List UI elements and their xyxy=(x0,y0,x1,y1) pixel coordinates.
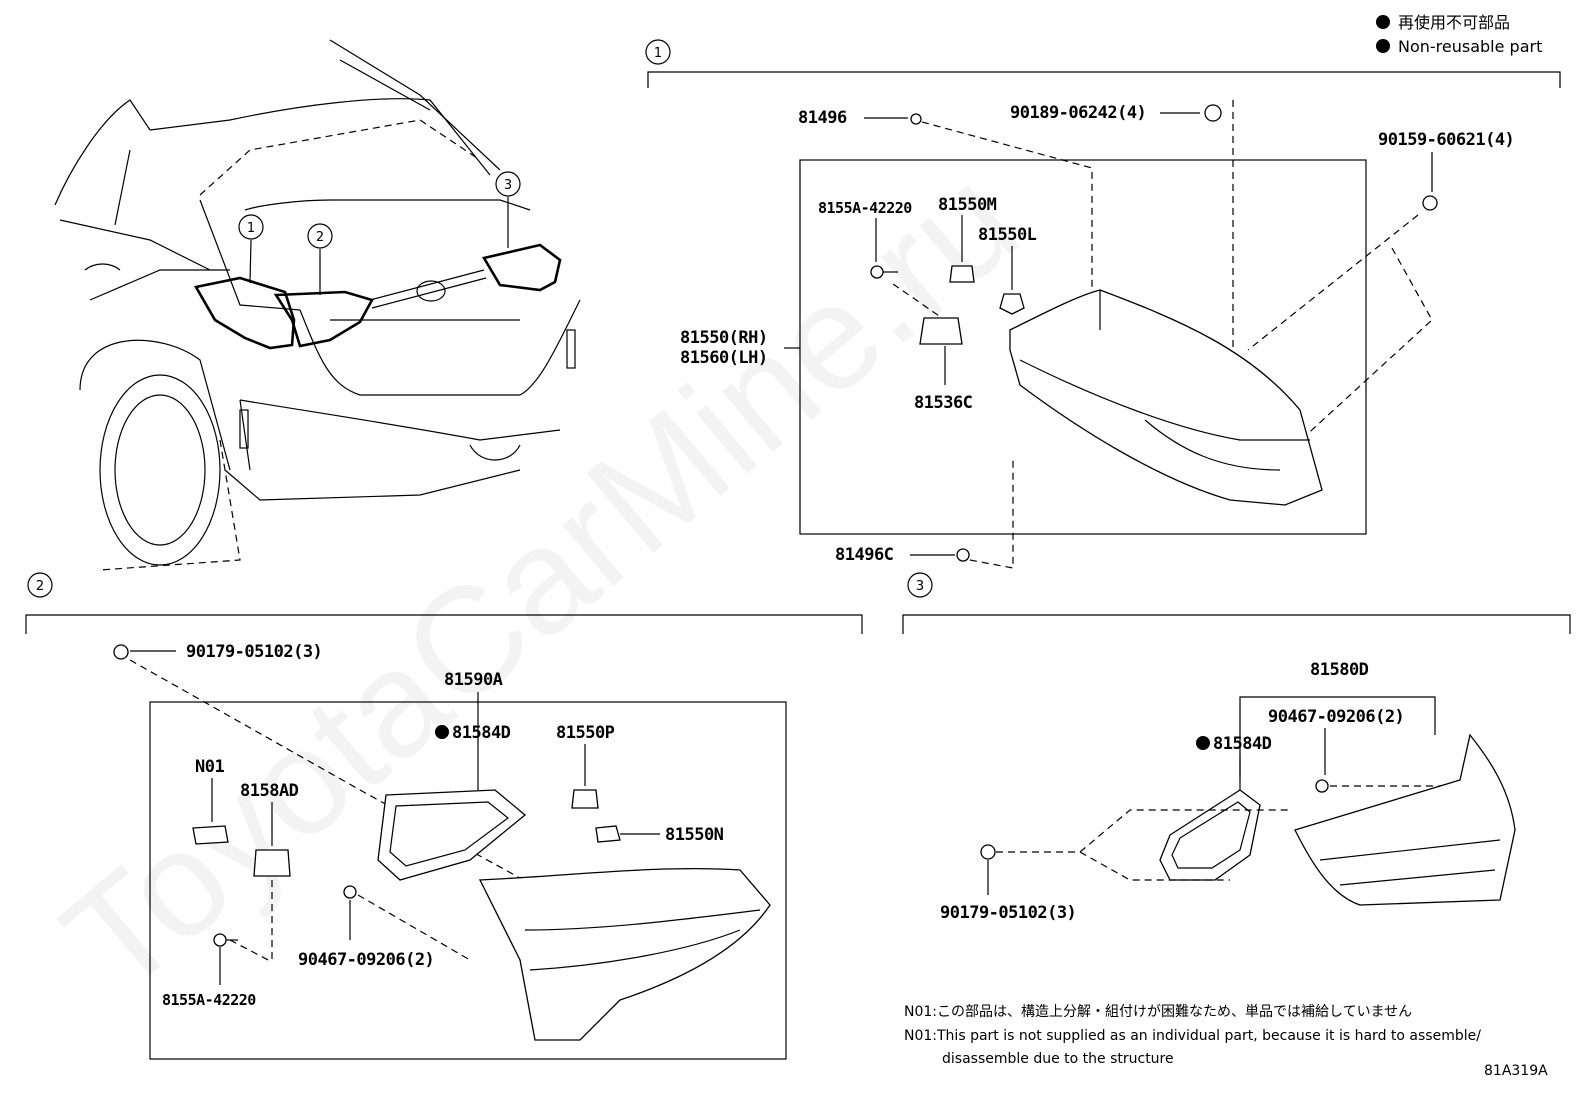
part-90189-06242: 90189-06242(4) xyxy=(1010,103,1146,123)
screw-icon xyxy=(213,933,227,947)
part-81496: 81496 xyxy=(798,108,847,128)
section-2-number: 2 xyxy=(36,579,44,594)
part-81550p: 81550P xyxy=(556,723,615,743)
nut-icon xyxy=(910,113,922,125)
part-81590a: 81590A xyxy=(444,670,503,690)
screw-icon xyxy=(1315,779,1329,793)
nut-icon xyxy=(980,844,996,860)
tail-lamp-outer-right-assembly xyxy=(1294,733,1516,906)
rear-wheel xyxy=(99,374,221,566)
part-n01: N01 xyxy=(195,757,224,777)
non-reusable-dot-icon xyxy=(1196,736,1210,750)
tail-lamp-inner-assembly xyxy=(478,867,771,1041)
legend-jp: 再使用不可部品 xyxy=(1398,13,1510,32)
section-2: 2 90179-05102(3) 81590A 81584D 81550P N0… xyxy=(25,572,863,1060)
bulb-icon xyxy=(595,825,621,843)
bulb-socket-icon xyxy=(949,265,975,283)
clip-icon xyxy=(956,548,970,562)
part-90179-05102: 90179-05102(3) xyxy=(186,642,322,662)
part-8155a-42220: 8155A-42220 xyxy=(818,199,912,217)
vehicle-rear-view: 1 2 3 xyxy=(54,39,581,571)
bulb-socket-icon xyxy=(571,789,599,809)
nut-icon xyxy=(113,644,129,660)
callout-2: 2 xyxy=(316,230,324,245)
taillight-inner xyxy=(273,290,374,348)
part-81550l: 81550L xyxy=(978,225,1037,245)
part-81536c: 81536C xyxy=(914,393,972,413)
bulb-icon xyxy=(999,293,1025,315)
note-n01-jp: N01:この部品は、構造上分解・組付けが困難なため、単品では補給していません xyxy=(904,1004,1412,1020)
part-90159-60621: 90159-60621(4) xyxy=(1378,130,1514,150)
nut-icon xyxy=(1204,104,1222,122)
taillight-outer-left xyxy=(193,276,296,350)
non-reusable-dot-icon xyxy=(1376,39,1390,53)
part-90467-09206-s2: 90467-09206(2) xyxy=(298,950,434,970)
part-81560-lh: 81560(LH) xyxy=(680,348,768,368)
callout-3: 3 xyxy=(504,178,512,193)
screw-icon xyxy=(343,885,357,899)
part-90467-09206-s3: 90467-09206(2) xyxy=(1268,707,1404,727)
part-81584d-s3: 81584D xyxy=(1213,734,1272,754)
non-reusable-dot-icon xyxy=(1376,15,1390,29)
section-1: 1 81496 90189-06242(4) 90159-60621(4) 81… xyxy=(645,39,1561,569)
notes: N01:この部品は、構造上分解・組付けが困難なため、単品では補給していません N… xyxy=(904,1004,1548,1079)
connector-icon xyxy=(192,825,229,845)
part-81550m: 81550M xyxy=(938,195,997,215)
section-3-number: 3 xyxy=(916,579,924,594)
part-8158ad: 8158AD xyxy=(240,781,299,801)
note-n01-en-line2: disassemble due to the structure xyxy=(942,1051,1174,1067)
note-n01-en-line1: N01:This part is not supplied as an indi… xyxy=(904,1028,1481,1044)
assembly-box-2 xyxy=(149,701,787,1060)
gasket xyxy=(377,789,527,881)
part-81584d-s2: 81584D xyxy=(452,723,511,743)
screw-icon xyxy=(870,265,884,279)
non-reusable-dot-icon xyxy=(435,725,449,739)
part-81580d: 81580D xyxy=(1310,660,1369,680)
section-1-number: 1 xyxy=(654,46,662,61)
part-81496c: 81496C xyxy=(835,545,893,565)
part-8155a-42220-s2: 8155A-42220 xyxy=(162,991,256,1009)
gasket xyxy=(1159,789,1261,881)
legend: 再使用不可部品 Non-reusable part xyxy=(1376,13,1542,56)
emblem xyxy=(416,280,446,302)
section-3: 3 81580D 90467-09206(2) 81584D 90179-051… xyxy=(902,572,1571,923)
assembly-box-1 xyxy=(799,159,1367,535)
socket-icon xyxy=(919,317,963,345)
screw-icon xyxy=(1422,195,1438,211)
socket-icon xyxy=(253,849,291,877)
part-81550n: 81550N xyxy=(665,825,724,845)
part-90179-05102-s3: 90179-05102(3) xyxy=(940,903,1076,923)
taillight-outer-right xyxy=(481,243,562,292)
part-81550-rh: 81550(RH) xyxy=(680,328,768,348)
tail-lamp-assembly xyxy=(1009,289,1323,506)
callout-1: 1 xyxy=(247,221,255,236)
drawing-code: 81A319A xyxy=(1484,1063,1548,1079)
legend-en: Non-reusable part xyxy=(1398,37,1542,56)
